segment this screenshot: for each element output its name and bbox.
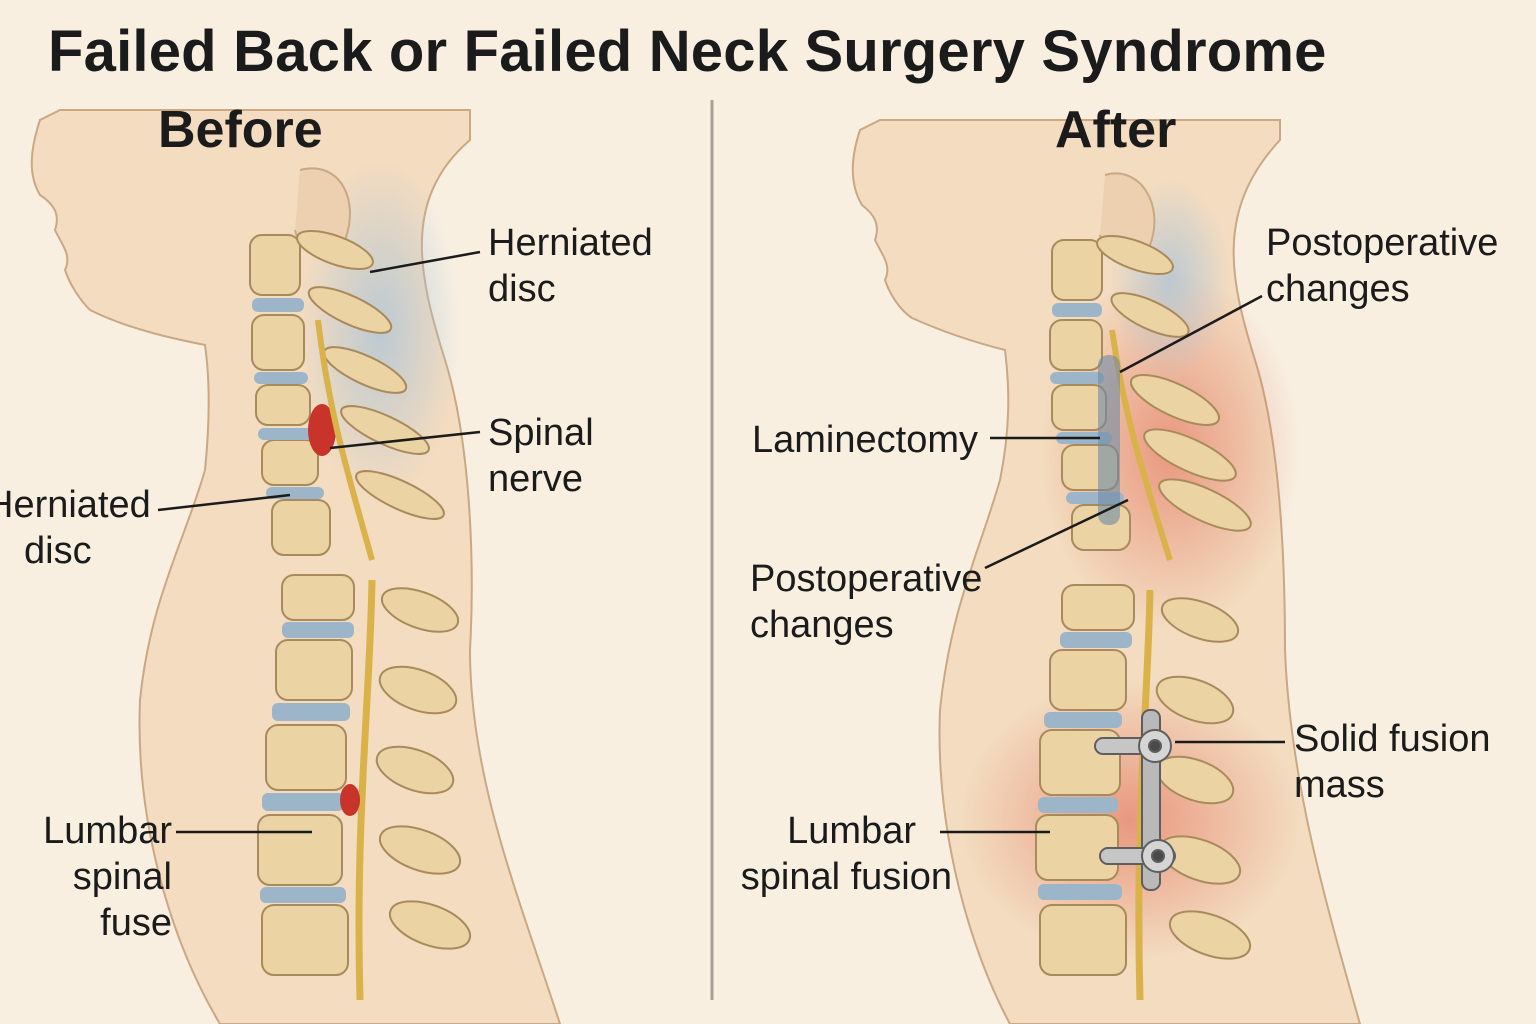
before-cervical-spine (249, 234, 331, 556)
after-heading: After (1055, 101, 1177, 159)
label-line: disc (24, 530, 92, 572)
before-lumbar-herniation-mark (340, 784, 360, 816)
label-spinal-nerve: Spinal nerve (488, 410, 594, 502)
label-laminectomy: Laminectomy (752, 417, 978, 463)
label-line: changes (750, 604, 894, 646)
after-lumbar-spine (1035, 584, 1135, 976)
label-postoperative-upper: Postoperative changes (1266, 220, 1498, 312)
label-line: Postoperative (750, 558, 983, 600)
label-line: spinal (72, 856, 172, 898)
label-line: Solid fusion (1294, 718, 1491, 760)
after-laminectomy-site (1098, 355, 1120, 525)
label-line: Laminectomy (752, 419, 978, 461)
label-lumbar-spinal-fuse: Lumbar spinal fuse (20, 808, 172, 946)
label-line: Postoperative (1266, 222, 1499, 264)
label-line: Spinal (488, 412, 594, 454)
label-postoperative-lower: Postoperative changes (750, 556, 982, 648)
after-cervical-spine (1049, 239, 1131, 551)
label-line: Herniated (488, 222, 653, 264)
label-line: Herniated (0, 484, 151, 526)
label-line: changes (1266, 268, 1410, 310)
fusion-hardware (1094, 709, 1176, 891)
label-line: Lumbar (43, 810, 172, 852)
label-line: nerve (488, 458, 584, 500)
after-lumbar-processes (1155, 597, 1252, 960)
label-herniated-disc-upper: Herniated disc (488, 220, 653, 312)
after-leader-lines (940, 294, 1285, 834)
label-line: fuse (100, 902, 172, 944)
label-line: mass (1294, 764, 1385, 806)
before-herniated-disc-mark (308, 404, 336, 456)
before-leader-lines (157, 250, 481, 834)
after-lumbar-discs (1038, 632, 1132, 900)
before-lumbar-processes (375, 587, 472, 950)
after-cervical-processes (1096, 235, 1252, 532)
label-line: Lumbar (787, 810, 916, 852)
label-herniated-disc-left: Herniated disc (0, 482, 151, 574)
before-lumbar-discs (260, 622, 354, 903)
label-line: spinal fusion (740, 856, 952, 898)
before-heading: Before (158, 101, 323, 159)
after-lumbar-inflammation (960, 680, 1300, 960)
after-figure (851, 119, 1362, 1024)
label-lumbar-spinal-fusion: Lumbar spinal fusion (730, 808, 952, 900)
label-line: disc (488, 268, 556, 310)
before-lumbar-spine (257, 574, 355, 976)
page-title: Failed Back or Failed Neck Surgery Syndr… (48, 19, 1327, 84)
before-cervical-processes (296, 230, 445, 520)
before-figure (30, 109, 562, 1024)
label-solid-fusion-mass: Solid fusion mass (1294, 716, 1490, 808)
before-lumbar-nerve (355, 579, 376, 1001)
